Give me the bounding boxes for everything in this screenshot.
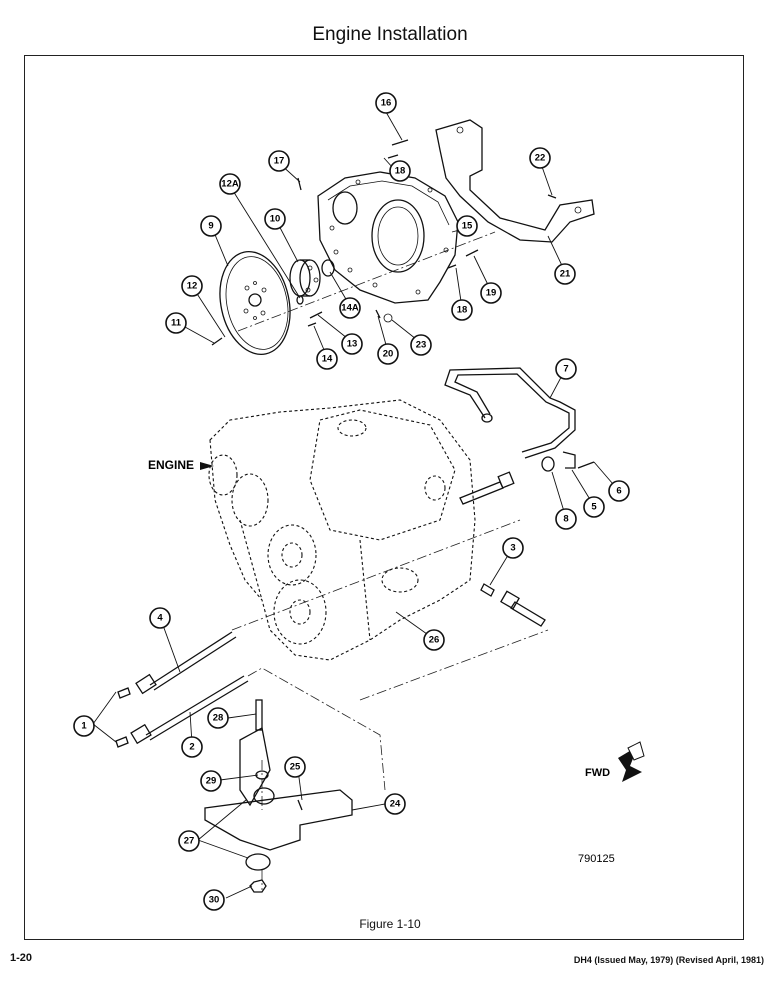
engine-mount-bracket [204, 699, 353, 893]
svg-text:18: 18 [395, 166, 406, 177]
callout-12: 12 [181, 275, 203, 297]
callout-14: 14 [316, 348, 338, 370]
callout-4: 4 [149, 607, 171, 629]
callout-18-lower: 18 [451, 299, 473, 321]
svg-text:20: 20 [383, 349, 394, 360]
svg-text:12: 12 [187, 281, 198, 292]
figure-caption: Figure 1-10 [359, 917, 421, 931]
svg-text:7: 7 [563, 364, 568, 375]
svg-text:17: 17 [274, 156, 285, 167]
svg-text:10: 10 [270, 214, 281, 225]
callout-13: 13 [341, 333, 363, 355]
svg-text:21: 21 [560, 269, 571, 280]
callout-5: 5 [583, 496, 605, 518]
svg-text:3: 3 [510, 543, 515, 554]
callout-9: 9 [200, 215, 222, 237]
callout-12a: 12A [219, 173, 241, 195]
drive-hub [289, 259, 335, 305]
svg-text:23: 23 [416, 340, 427, 351]
callout-10: 10 [264, 208, 286, 230]
svg-text:18: 18 [457, 305, 468, 316]
callout-leader-lines [92, 111, 620, 899]
svg-text:5: 5 [591, 502, 597, 513]
callout-27: 27 [178, 830, 200, 852]
callout-6: 6 [608, 480, 630, 502]
svg-text:22: 22 [535, 153, 546, 164]
callout-16: 16 [375, 92, 397, 114]
engine-pointer-icon [200, 462, 214, 470]
callout-18-upper: 18 [389, 160, 411, 182]
svg-text:11: 11 [171, 318, 182, 329]
fwd-label: FWD [585, 767, 610, 779]
callout-11: 11 [165, 312, 187, 334]
flywheel-housing [317, 171, 459, 304]
revision-note: DH4 (Issued May, 1979) (Revised April, 1… [573, 955, 764, 965]
svg-text:19: 19 [486, 288, 497, 299]
page-number: 1-20 [10, 952, 33, 964]
engine-label: ENGINE [148, 458, 194, 472]
svg-text:24: 24 [390, 799, 401, 810]
svg-text:29: 29 [206, 776, 217, 787]
callout-22: 22 [529, 147, 551, 169]
hose-assemblies [115, 471, 546, 748]
callout-23: 23 [410, 334, 432, 356]
svg-text:9: 9 [208, 221, 213, 232]
callout-14a: 14A [339, 297, 361, 319]
callout-15: 15 [456, 215, 478, 237]
svg-text:30: 30 [209, 895, 220, 906]
callout-25: 25 [284, 756, 306, 778]
callout-3: 3 [502, 537, 524, 559]
upper-fasteners [211, 139, 595, 469]
svg-text:14A: 14A [341, 303, 359, 314]
svg-text:25: 25 [290, 762, 301, 773]
callout-20: 20 [377, 343, 399, 365]
svg-text:4: 4 [157, 613, 163, 624]
callout-28: 28 [207, 707, 229, 729]
callout-30: 30 [203, 889, 225, 911]
assembly-centerlines [231, 231, 549, 890]
svg-text:26: 26 [429, 635, 440, 646]
callout-21: 21 [554, 263, 576, 285]
page-title: Engine Installation [312, 24, 468, 45]
forward-arrow-icon [618, 741, 645, 782]
svg-text:2: 2 [189, 742, 194, 753]
svg-text:28: 28 [213, 713, 224, 724]
callout-1: 1 [73, 715, 95, 737]
flywheel-disc [219, 250, 291, 356]
callout-19: 19 [480, 282, 502, 304]
callout-17: 17 [268, 150, 290, 172]
svg-text:13: 13 [347, 339, 358, 350]
drawing-number: 790125 [578, 853, 615, 865]
callout-7: 7 [555, 358, 577, 380]
svg-text:27: 27 [184, 836, 195, 847]
figure-frame [24, 55, 744, 940]
mounting-bracket-arm [435, 119, 595, 243]
svg-text:1: 1 [81, 721, 87, 732]
callout-29: 29 [200, 770, 222, 792]
callout-8: 8 [555, 508, 577, 530]
svg-text:15: 15 [462, 221, 473, 232]
engine-outline [208, 399, 476, 661]
svg-text:14: 14 [322, 354, 333, 365]
fuel-line-tube [444, 367, 576, 472]
svg-text:6: 6 [616, 486, 621, 497]
callout-2: 2 [181, 736, 203, 758]
callout-24: 24 [384, 793, 406, 815]
svg-text:16: 16 [381, 98, 392, 109]
svg-text:12A: 12A [221, 179, 239, 190]
svg-text:8: 8 [563, 514, 568, 525]
callout-26: 26 [423, 629, 445, 651]
